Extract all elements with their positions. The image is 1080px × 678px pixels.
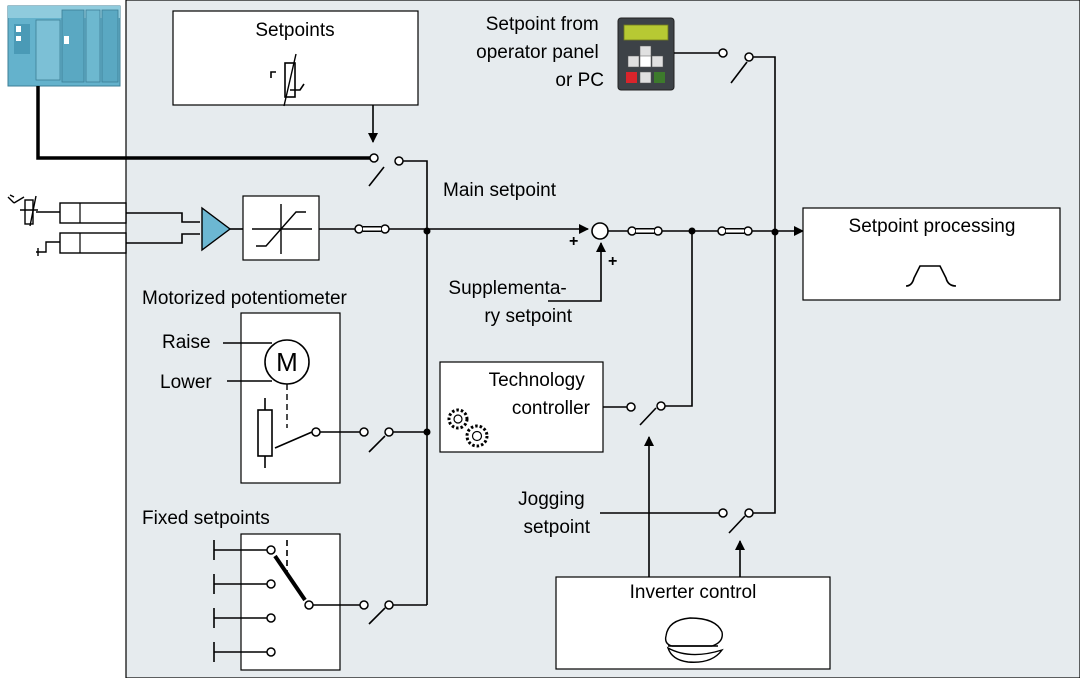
setpoint-processing-title: Setpoint processing (849, 216, 1016, 237)
lower-label: Lower (160, 372, 212, 393)
junction-technology (688, 227, 696, 235)
operator-cap-icon (664, 617, 724, 663)
summing-link (627, 226, 663, 236)
technology-controller-title: Technology controller (489, 370, 591, 419)
processing-link (717, 226, 753, 236)
technology-controller-switch (626, 232, 693, 426)
plc-controller-icon (7, 5, 121, 87)
plus-supplementary: + (608, 253, 617, 270)
setpoint-processing-block (802, 207, 1061, 301)
gears-icon (447, 408, 489, 448)
ramp-function-icon (905, 265, 957, 287)
analog-input-icon (7, 194, 38, 227)
panel-source-switch (674, 48, 776, 232)
main-setpoint-label: Main setpoint (443, 180, 557, 201)
scaling-curve-icon (252, 204, 312, 254)
inverter-control-title: Inverter control (630, 582, 757, 603)
jogging-setpoint-label: Jogging setpoint (518, 489, 591, 538)
amplifier-icon (201, 206, 232, 252)
motorized-potentiometer-label: Motorized potentiometer (142, 288, 348, 309)
potentiometer-icon (270, 53, 305, 107)
plus-main: + (569, 233, 578, 250)
operator-panel-icon (617, 17, 675, 91)
motor-pot-resistor (257, 409, 273, 457)
motor-symbol: M (276, 347, 298, 377)
technology-controller-block (439, 361, 604, 453)
analog-input-terminal-1 (59, 202, 127, 224)
fixed-setpoints-block (240, 533, 341, 671)
junction-motor-pot (423, 428, 431, 436)
jogging-setpoint-switch (718, 232, 776, 534)
ground-icon (36, 241, 60, 256)
raise-label: Raise (162, 332, 211, 353)
fieldbus-line (36, 86, 370, 160)
supplementary-setpoint-label: Supplementa- ry setpoint (448, 278, 572, 327)
setpoint-from-panel-label: Setpoint from operator panel or PC (476, 14, 604, 91)
analog-link-1 (354, 224, 390, 234)
fixed-setpoints-selector (213, 540, 307, 662)
summing-junction (591, 222, 609, 240)
fixed-setpoints-label: Fixed setpoints (142, 508, 270, 529)
motor-pot-switch (359, 427, 427, 453)
motorized-potentiometer-block (240, 312, 341, 484)
analog-input-terminal-2 (59, 232, 127, 254)
junction-main (423, 227, 431, 235)
fixed-setpoints-switch (359, 600, 427, 625)
setpoints-title: Setpoints (255, 20, 334, 41)
fieldbus-switch (368, 153, 428, 232)
